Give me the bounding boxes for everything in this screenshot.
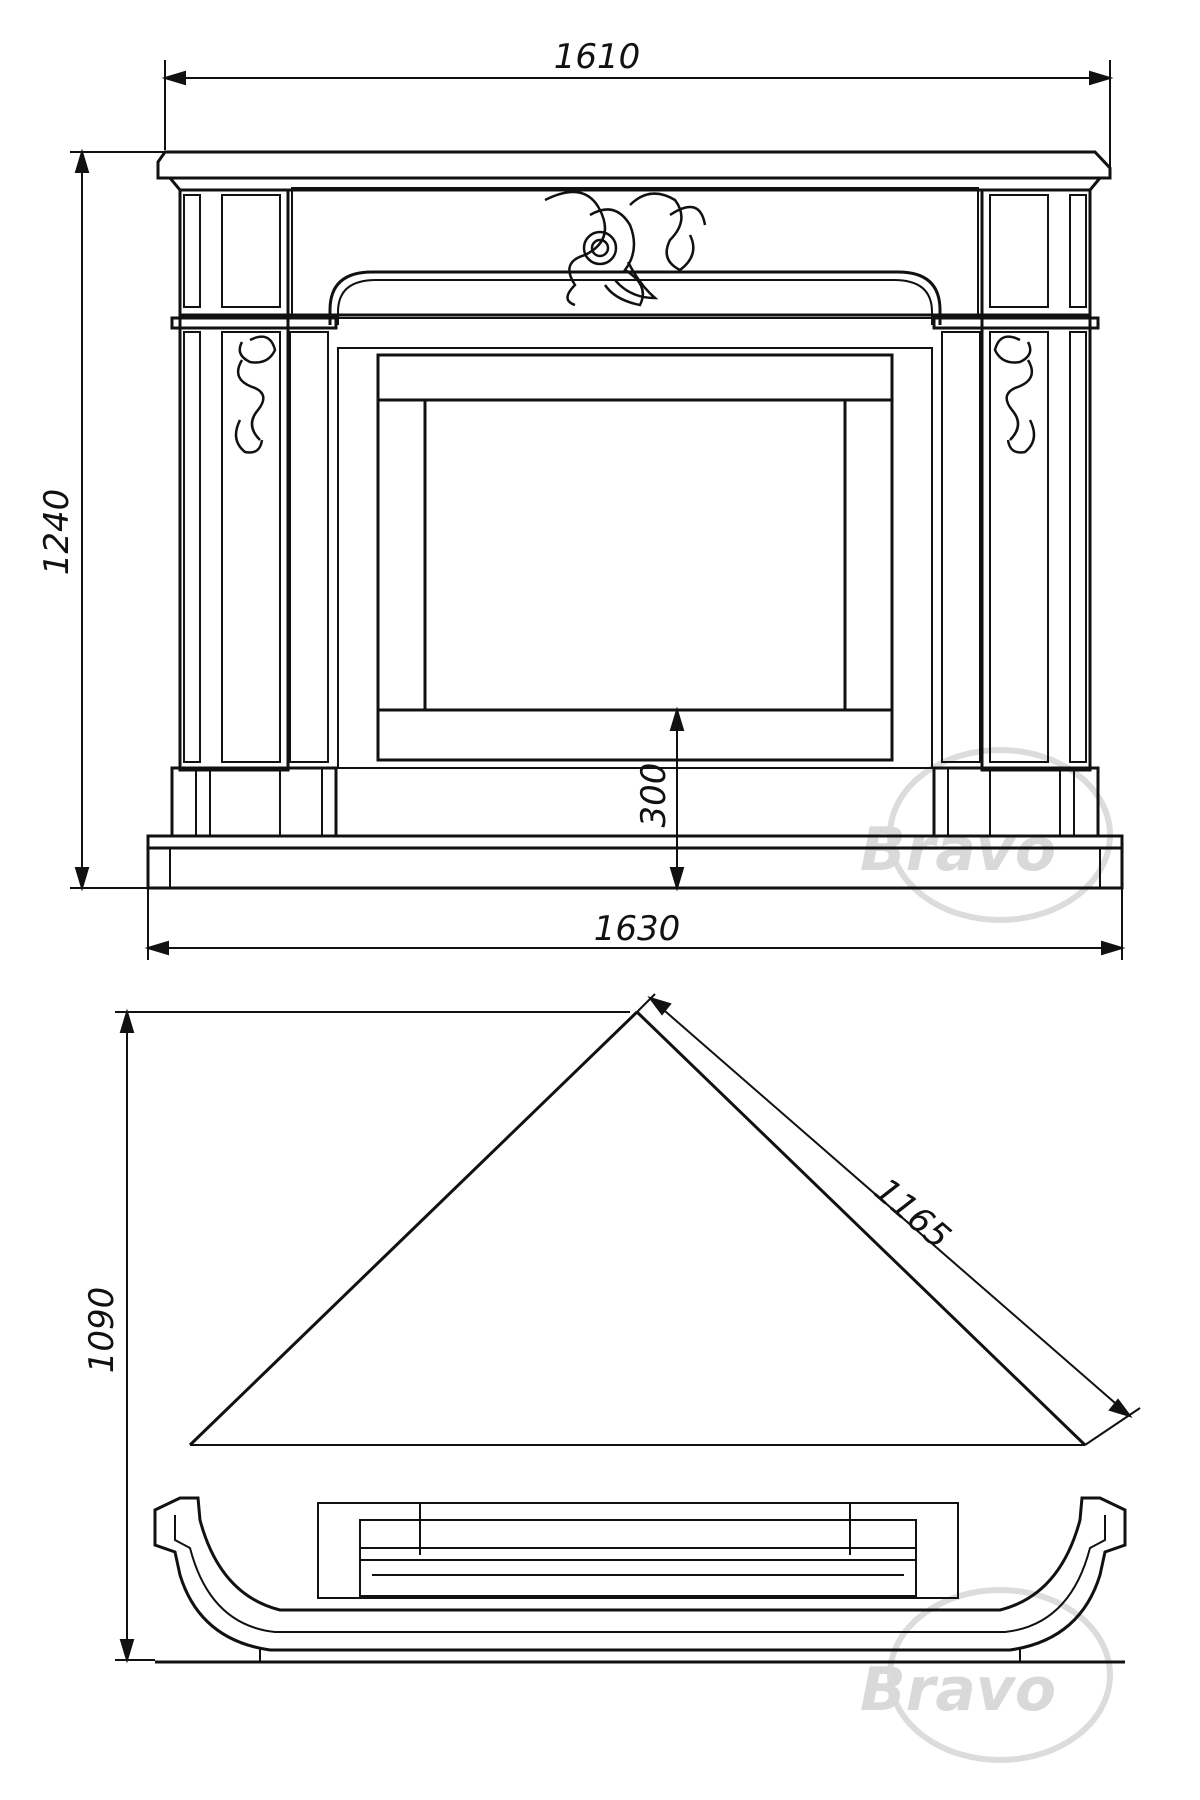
watermark-bottom: Bravo bbox=[860, 1587, 1113, 1763]
dim-label-plan-side: 1165 bbox=[866, 1170, 958, 1257]
right-ornament bbox=[993, 335, 1036, 454]
plan-outline bbox=[155, 1012, 1080, 1660]
firebox-outer bbox=[337, 347, 933, 769]
right-inner-pilaster bbox=[941, 331, 981, 763]
left-ornament bbox=[234, 335, 277, 454]
base bbox=[146, 846, 1124, 890]
plan-front-inner bbox=[174, 1515, 1106, 1633]
plan-firebox-inner bbox=[359, 1519, 917, 1597]
firebox-inner bbox=[376, 398, 894, 712]
left-pilaster-strip bbox=[183, 194, 201, 308]
dim-label-front-height: 1240 bbox=[37, 489, 77, 576]
right-pilaster-top-panel bbox=[989, 194, 1049, 308]
left-pilaster-panel bbox=[221, 331, 281, 763]
plan-view bbox=[153, 1010, 1127, 1664]
mantel-top bbox=[156, 150, 1112, 180]
front-view bbox=[146, 150, 1124, 890]
dimension-lines-plan bbox=[115, 993, 1141, 1664]
dimension-lines-front bbox=[70, 60, 1126, 960]
right-pilaster-outer bbox=[980, 188, 1092, 772]
firebox-frame bbox=[376, 353, 894, 762]
left-inner-pilaster bbox=[289, 331, 329, 763]
dim-label-plan-depth: 1090 bbox=[82, 1287, 122, 1374]
left-pilaster-lower-strip bbox=[183, 331, 201, 763]
watermark-top: Bravo bbox=[860, 747, 1113, 923]
right-pilaster-strip bbox=[1069, 194, 1087, 308]
frieze-inner bbox=[291, 187, 979, 319]
dim-label-base-width: 1630 bbox=[594, 909, 681, 949]
arch-opening-inner bbox=[337, 279, 933, 325]
dim-label-top-width: 1610 bbox=[554, 37, 641, 77]
top-ornament bbox=[544, 190, 707, 307]
frieze-panel bbox=[178, 188, 1092, 317]
left-pilaster-outer bbox=[178, 188, 290, 772]
left-pilaster-cap bbox=[170, 316, 338, 330]
left-pilaster-top-panel bbox=[221, 194, 281, 308]
right-pilaster-lower-strip bbox=[1069, 331, 1087, 763]
watermark-text-top: Bravo bbox=[860, 815, 1056, 885]
watermark-text-bottom: Bravo bbox=[860, 1655, 1056, 1725]
plan-front-profile bbox=[153, 1496, 1127, 1652]
right-pilaster-panel bbox=[989, 331, 1049, 763]
right-pilaster-cap bbox=[932, 316, 1100, 330]
plan-firebox-outer bbox=[317, 1502, 959, 1599]
firebox-back bbox=[423, 398, 847, 712]
dim-label-firebox-height: 300 bbox=[634, 763, 674, 828]
